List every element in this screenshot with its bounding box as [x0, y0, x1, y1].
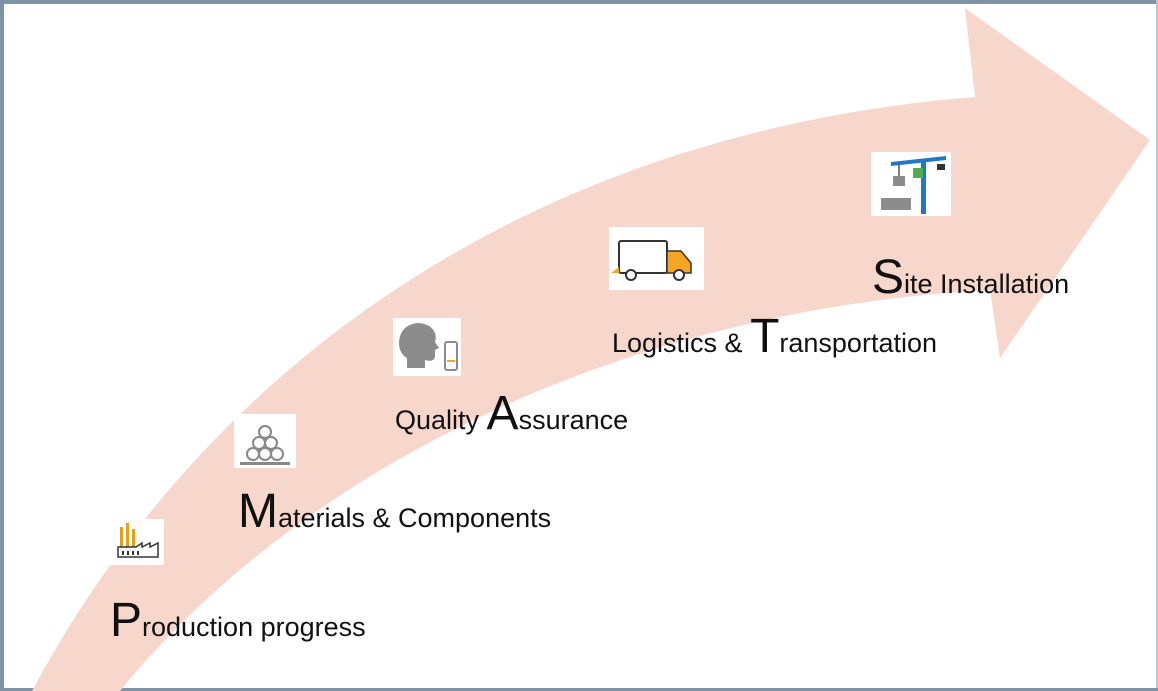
step-label: ransportation [779, 328, 937, 358]
frame-left-border [0, 0, 4, 691]
frame-right-border [1156, 0, 1158, 691]
step-initial: S [872, 251, 905, 304]
step-label: roduction progress [142, 612, 366, 642]
inspector-head-icon [393, 318, 461, 376]
step-production-progress: Production progress [110, 597, 366, 645]
truck-icon [609, 227, 704, 290]
step-logistics-transportation: Logistics & Transportation [612, 313, 937, 361]
step-label: aterials & Components [277, 503, 552, 533]
step-materials-components: Materials & Components [238, 488, 551, 536]
step-quality-assurance: Quality Assurance [395, 390, 628, 438]
factory-icon [110, 519, 164, 565]
step-prefix: Logistics & [612, 328, 751, 358]
step-label: ite Installation [904, 269, 1070, 299]
crane-icon [871, 152, 951, 216]
step-initial: A [486, 387, 519, 440]
pipe-stack-icon [234, 414, 296, 468]
step-prefix: Quality [395, 405, 487, 435]
step-site-installation: Site Installation [872, 254, 1069, 302]
step-label: ssurance [518, 405, 629, 435]
step-initial: T [750, 310, 780, 363]
step-initial: P [110, 594, 143, 647]
frame-top-border [0, 0, 1158, 4]
frame-bottom-border [0, 688, 1158, 691]
step-initial: M [238, 485, 278, 538]
